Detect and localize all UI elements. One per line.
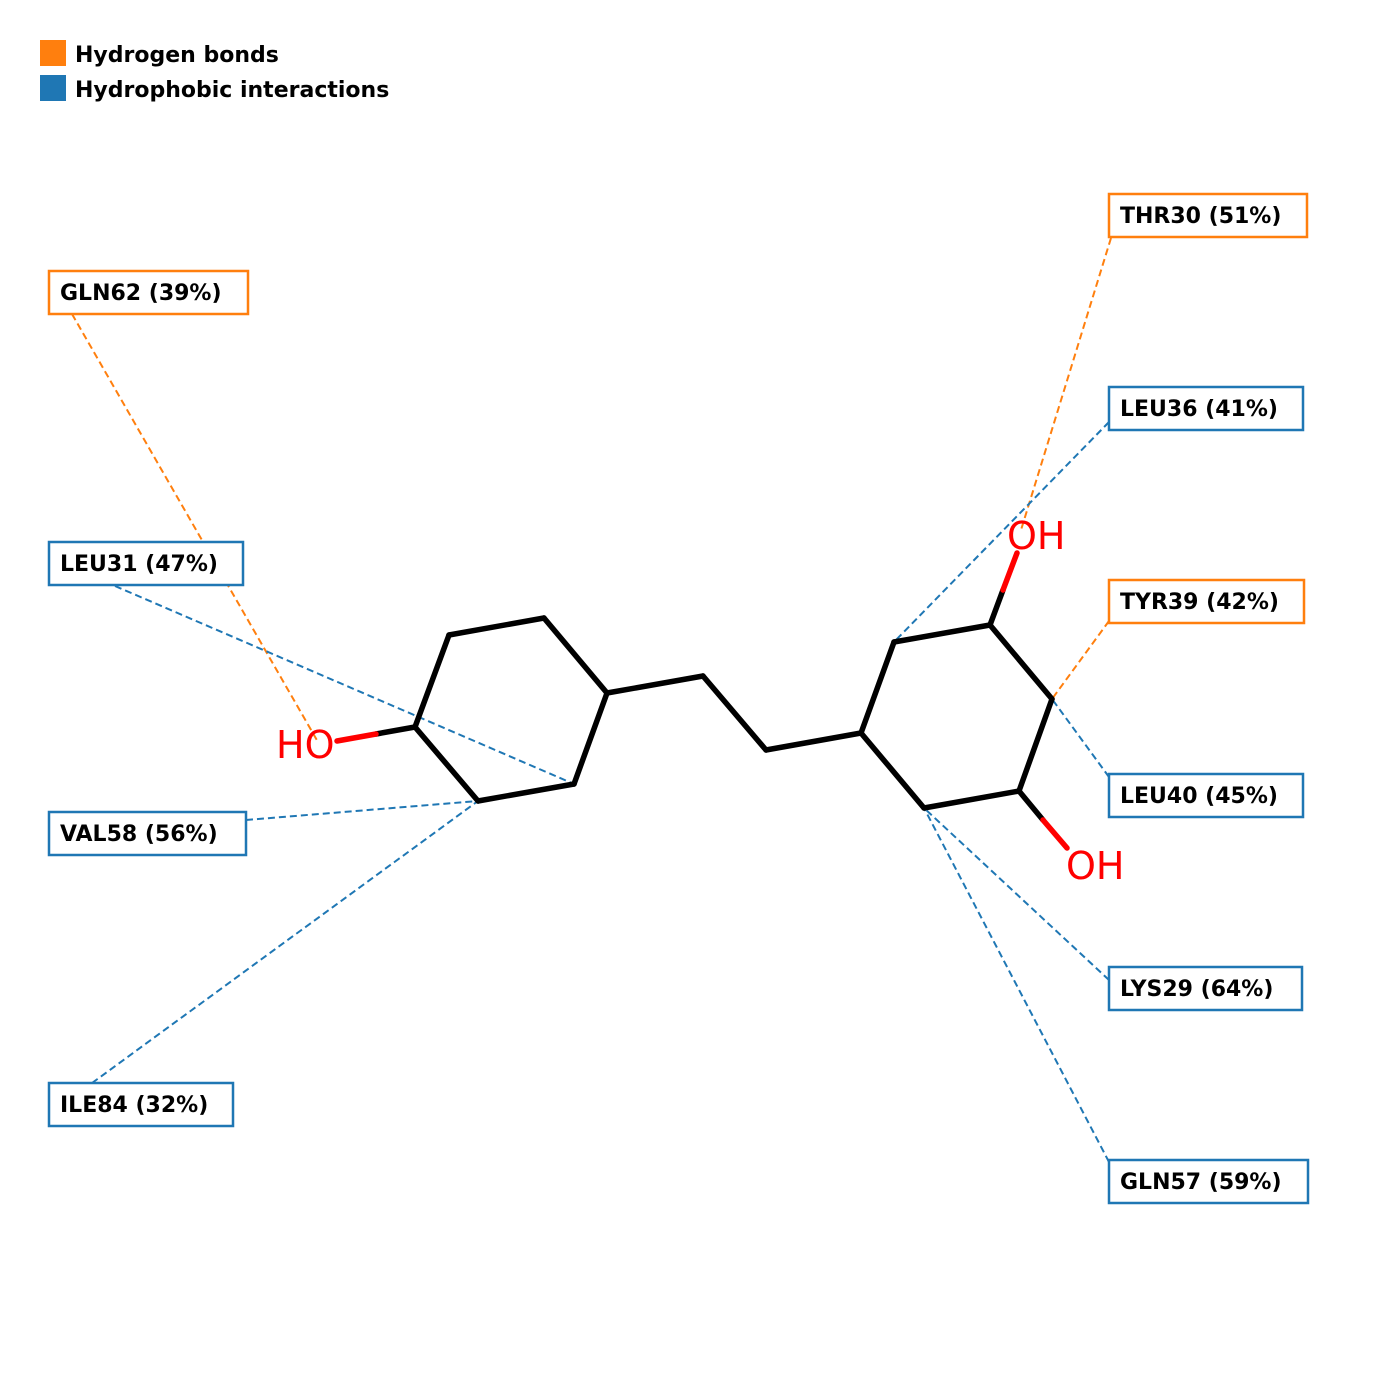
bond	[700, 673, 769, 753]
residue-box	[1107, 772, 1305, 819]
bond	[987, 587, 1006, 628]
residue-box	[47, 810, 248, 857]
bond	[858, 730, 927, 811]
legend: Hydrogen bonds Hydrophobic interactions	[40, 40, 389, 103]
interaction-line-val58	[245, 800, 479, 821]
interaction-line-thr30	[1020, 237, 1112, 531]
residue-ile84: ILE84 (32%)	[47, 1081, 235, 1128]
bond	[763, 730, 864, 753]
ligand: HO OH OH	[276, 514, 1124, 888]
bond	[571, 690, 610, 787]
interaction-lines	[71, 237, 1112, 1163]
residue-leu36: LEU36 (41%)	[1107, 385, 1305, 432]
residue-box	[47, 540, 245, 587]
residue-gln57: GLN57 (59%)	[1107, 1158, 1310, 1205]
left-cyclohexane-ring	[412, 615, 610, 804]
interaction-line-leu36	[893, 421, 1110, 643]
residue-box	[1107, 192, 1309, 239]
residue-label: LEU40 (45%)	[1120, 784, 1278, 809]
bond	[1016, 788, 1046, 823]
residue-val58: VAL58 (56%)	[47, 810, 248, 857]
hydroxyl-label-top-right: OH	[1007, 514, 1065, 558]
bond	[446, 615, 547, 638]
residue-label: GLN62 (39%)	[60, 281, 222, 306]
residue-box	[1107, 965, 1304, 1012]
hydroxyl-label-left: HO	[276, 723, 334, 767]
bond	[987, 622, 1055, 702]
interaction-line-ile84	[91, 800, 479, 1084]
residue-tyr39: TYR39 (42%)	[1107, 578, 1306, 625]
legend-label-hydrophobic: Hydrophobic interactions	[75, 78, 389, 103]
bond	[412, 724, 481, 804]
interaction-line-leu31	[114, 585, 575, 785]
bond	[604, 673, 706, 696]
bond	[891, 622, 993, 645]
residue-leu31: LEU31 (47%)	[47, 540, 245, 587]
residue-label: VAL58 (56%)	[60, 822, 218, 847]
bond	[921, 788, 1022, 811]
residue-label: TYR39 (42%)	[1120, 590, 1279, 615]
interaction-line-lys29	[923, 807, 1110, 981]
legend-swatch-hydrophobic	[40, 75, 66, 101]
ethylene-linker	[604, 673, 864, 753]
bond	[475, 781, 577, 804]
residue-label: LEU36 (41%)	[1120, 397, 1278, 422]
bond	[1016, 696, 1055, 794]
bond	[412, 632, 452, 730]
legend-label-hydrogen-bonds: Hydrogen bonds	[75, 43, 279, 68]
bond	[541, 615, 610, 696]
residue-box	[1107, 578, 1306, 625]
residue-label: GLN57 (59%)	[1120, 1170, 1282, 1195]
residue-leu40: LEU40 (45%)	[1107, 772, 1305, 819]
residue-box	[47, 269, 250, 316]
residue-label: LEU31 (47%)	[60, 552, 218, 577]
interaction-line-tyr39	[1051, 620, 1110, 700]
residue-lys29: LYS29 (64%)	[1107, 965, 1304, 1012]
bond	[373, 724, 418, 737]
hydroxyl-label-bottom-right: OH	[1066, 844, 1124, 888]
interaction-line-leu40	[1051, 698, 1110, 778]
right-cyclohexane-ring	[858, 622, 1055, 811]
residue-box	[1107, 385, 1305, 432]
interaction-line-gln57	[923, 807, 1110, 1163]
residue-label: THR30 (51%)	[1120, 204, 1281, 229]
residue-label: LYS29 (64%)	[1120, 977, 1273, 1002]
interaction-line-gln62	[71, 313, 319, 743]
residue-thr30: THR30 (51%)	[1107, 192, 1309, 239]
residue-box	[1107, 1158, 1310, 1205]
bond-oxygen	[1040, 817, 1070, 851]
atom-labels: HO OH OH	[276, 514, 1124, 888]
bond-oxygen	[334, 731, 379, 744]
residue-box	[47, 1081, 235, 1128]
residue-label: ILE84 (32%)	[60, 1093, 208, 1118]
bond-oxygen	[1000, 550, 1020, 593]
legend-swatch-hydrogen-bonds	[40, 40, 66, 66]
hydroxyl-bonds	[334, 550, 1070, 851]
residue-gln62: GLN62 (39%)	[47, 269, 250, 316]
residue-labels: THR30 (51%) GLN62 (39%) LEU36 (41%) LEU3…	[47, 192, 1310, 1205]
bond	[858, 639, 897, 736]
